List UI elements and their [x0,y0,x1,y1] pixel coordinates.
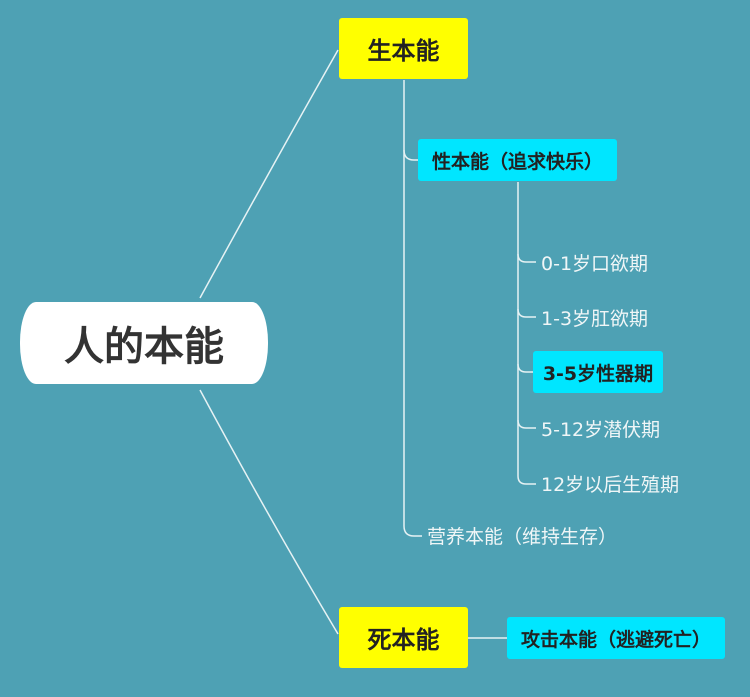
connector-root-death [199,389,339,635]
stage-label: 3-5岁性器期 [542,362,654,385]
sex-instinct-label: 性本能（追求快乐） [431,150,603,173]
stage-node-oral[interactable]: 0-1岁口欲期 [541,248,721,276]
connector-sex-trunk [517,182,536,485]
stage-label: 5-12岁潜伏期 [541,418,661,441]
connector-life-sex [403,149,418,161]
aggression-instinct-label: 攻击本能（逃避死亡） [520,628,711,651]
connector-stage-2 [517,308,536,318]
death-instinct-label: 死本能 [367,626,440,654]
connector-stage-1 [517,253,536,263]
stage-node-phallic[interactable]: 3-5岁性器期 [533,351,663,393]
stage-node-anal[interactable]: 1-3岁肛欲期 [541,303,721,331]
nutrition-instinct-label: 营养本能（维持生存） [427,525,618,548]
nutrition-instinct-node[interactable]: 营养本能（维持生存） [427,521,647,549]
stage-node-genital[interactable]: 12岁以后生殖期 [541,469,731,497]
root-label: 人的本能 [64,324,224,370]
life-instinct-label: 生本能 [367,37,440,65]
stage-label: 0-1岁口欲期 [541,252,649,275]
stage-label: 12岁以后生殖期 [541,473,680,496]
connector-life-trunk [403,80,422,537]
root-node[interactable]: 人的本能 [20,302,268,384]
connector-root-life [199,49,339,299]
connector-stage-3 [517,363,533,373]
stage-node-latency[interactable]: 5-12岁潜伏期 [541,414,721,442]
life-instinct-node[interactable]: 生本能 [339,18,468,79]
sex-instinct-node[interactable]: 性本能（追求快乐） [418,139,617,181]
connector-stage-4 [517,419,536,429]
aggression-instinct-node[interactable]: 攻击本能（逃避死亡） [507,617,725,659]
stage-label: 1-3岁肛欲期 [541,307,649,330]
death-instinct-node[interactable]: 死本能 [339,607,468,668]
